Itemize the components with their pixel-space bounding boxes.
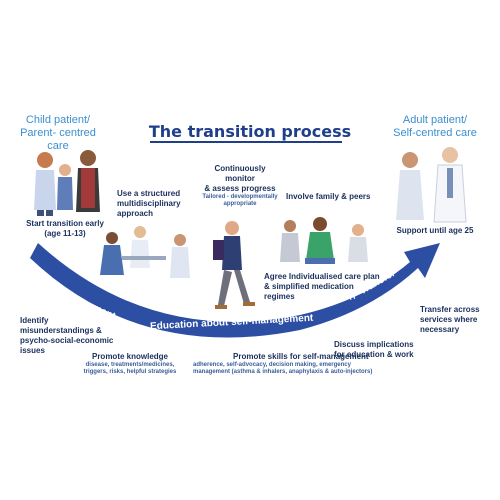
support-until-25-label: Support until age 25	[396, 226, 474, 235]
promote-knowledge-label: Promote knowledge disease, treatments/me…	[70, 352, 190, 376]
start-line2: (age 11-13)	[44, 229, 86, 238]
adult-patient-header: Adult patient/ Self-centred care	[385, 114, 485, 140]
structured-line2: multidisciplinary	[117, 199, 181, 208]
knowledge-line1: Promote knowledge	[91, 352, 168, 361]
knowledge-sub1: disease, treatments/medicines,	[85, 362, 175, 368]
transition-arrow	[30, 243, 440, 338]
teenager-illustration	[213, 221, 255, 309]
involve-family-label: Involve family & peers	[286, 192, 371, 201]
transfer-line3: necessary	[420, 325, 460, 334]
family-peers-illustration	[280, 217, 368, 264]
discuss-line2: for education & work	[334, 350, 414, 359]
adult-header-line1: Adult patient/	[402, 114, 468, 126]
structured-line1: Use a structured	[117, 189, 181, 198]
transfer-line1: Transfer across	[420, 305, 480, 314]
monitor-line3: & assess progress	[204, 184, 276, 193]
identify-issues-label: Identify misunderstandings & psycho-soci…	[20, 316, 130, 356]
promote-skills-label: Promote skills for self-management adher…	[193, 352, 393, 376]
skills-sub1: adherence, self-advocacy, decision makin…	[193, 362, 351, 368]
adult-header-line2: Self-centred care	[393, 127, 477, 139]
structured-line3: approach	[117, 209, 154, 218]
structured-approach-label: Use a structured multidisciplinary appro…	[117, 189, 207, 219]
start-transition-label: Start transition early (age 11-13)	[10, 219, 120, 239]
monitor-sub2: appropriate	[223, 201, 257, 207]
child-header-line2: Parent- centred care	[20, 127, 96, 152]
child-parent-illustration	[34, 150, 100, 216]
care-plan-label: Agree Individualised care plan & simplif…	[264, 272, 394, 302]
identify-line1: Identify	[20, 316, 49, 325]
transfer-line2: services where	[420, 315, 478, 324]
discuss-line1: Discuss implications	[334, 340, 414, 349]
child-patient-header: Child patient/ Parent- centred care	[8, 114, 108, 153]
monitor-sub1: Tailored - developmentally	[202, 194, 278, 200]
monitor-line2: monitor	[225, 174, 255, 183]
skills-sub2: management (asthma & inhalers, anaphylax…	[193, 369, 373, 375]
multidisciplinary-team-illustration	[100, 226, 190, 278]
care-plan-line3: regimes	[264, 292, 295, 301]
page-title: The transition process	[148, 122, 352, 141]
knowledge-sub2: triggers, risks, helpful strategies	[83, 369, 177, 375]
care-plan-line1: Agree Individualised care plan	[264, 272, 380, 281]
child-header-line1: Child patient/	[25, 114, 91, 126]
identify-line2: misunderstandings &	[20, 326, 102, 335]
start-line1: Start transition early	[26, 219, 104, 228]
monitor-progress-label: Continuously monitor & assess progress T…	[195, 164, 285, 208]
discuss-implications-label: Discuss implications for education & wor…	[334, 340, 434, 360]
transfer-services-label: Transfer across services where necessary	[420, 305, 500, 335]
skills-line1: Promote skills for self-management	[233, 352, 369, 361]
identify-line4: issues	[20, 346, 45, 355]
monitor-line1: Continuously	[214, 164, 266, 173]
identify-line3: psycho-social-economic	[20, 336, 114, 345]
adult-doctor-illustration	[396, 147, 467, 223]
care-plan-line2: & simplified medication	[264, 282, 354, 291]
title-underline	[150, 141, 342, 143]
